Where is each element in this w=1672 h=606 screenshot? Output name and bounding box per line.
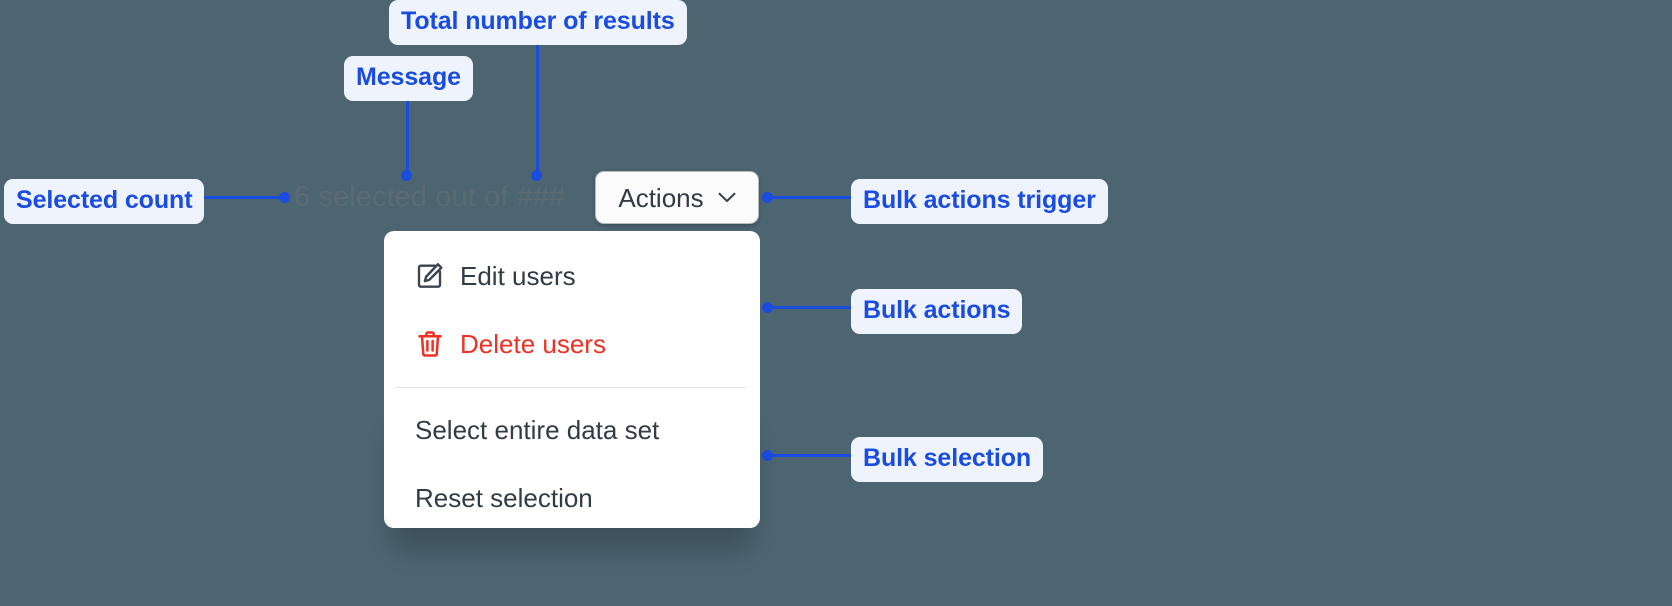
leader-dot-message xyxy=(401,170,412,181)
leader-dot-bulk-selection xyxy=(762,450,773,461)
menu-item-select-entire-data-set[interactable]: Select entire data set xyxy=(384,396,760,464)
menu-item-reset-selection[interactable]: Reset selection xyxy=(384,464,760,528)
leader-line-bulk-actions-trigger xyxy=(766,196,854,199)
callout-total-number-of-results: Total number of results xyxy=(389,0,687,45)
leader-line-bulk-selection xyxy=(766,454,854,457)
menu-item-edit-users[interactable]: Edit users xyxy=(384,242,760,310)
menu-item-label: Edit users xyxy=(460,261,576,291)
edit-pencil-square-icon xyxy=(415,261,445,291)
callout-bulk-actions: Bulk actions xyxy=(851,289,1023,334)
bulk-actions-trigger-label: Actions xyxy=(618,182,704,213)
menu-item-label: Delete users xyxy=(460,329,606,359)
leader-line-message xyxy=(406,93,409,177)
bulk-actions-dropdown-menu: Edit users Delete users Select entire da… xyxy=(384,231,760,528)
leader-line-selected-count xyxy=(200,196,286,199)
leader-dot-bulk-actions xyxy=(762,302,773,313)
callout-message: Message xyxy=(344,56,473,101)
leader-line-total-results xyxy=(536,39,539,177)
menu-item-delete-users[interactable]: Delete users xyxy=(384,310,760,378)
callout-bulk-selection: Bulk selection xyxy=(851,437,1044,482)
callout-selected-count: Selected count xyxy=(4,179,205,224)
leader-dot-selected-count xyxy=(279,192,290,203)
selected-count-message: 6 selected out of ### xyxy=(294,181,566,213)
leader-line-bulk-actions xyxy=(766,306,854,309)
menu-item-label: Reset selection xyxy=(415,483,593,513)
leader-dot-total-results xyxy=(531,170,542,181)
bulk-actions-trigger-button[interactable]: Actions xyxy=(595,171,759,224)
leader-dot-bulk-actions-trigger xyxy=(762,192,773,203)
menu-divider xyxy=(396,387,746,388)
callout-bulk-actions-trigger: Bulk actions trigger xyxy=(851,179,1108,224)
chevron-down-icon xyxy=(718,192,736,203)
menu-item-label: Select entire data set xyxy=(415,415,660,445)
trash-icon xyxy=(415,329,445,359)
